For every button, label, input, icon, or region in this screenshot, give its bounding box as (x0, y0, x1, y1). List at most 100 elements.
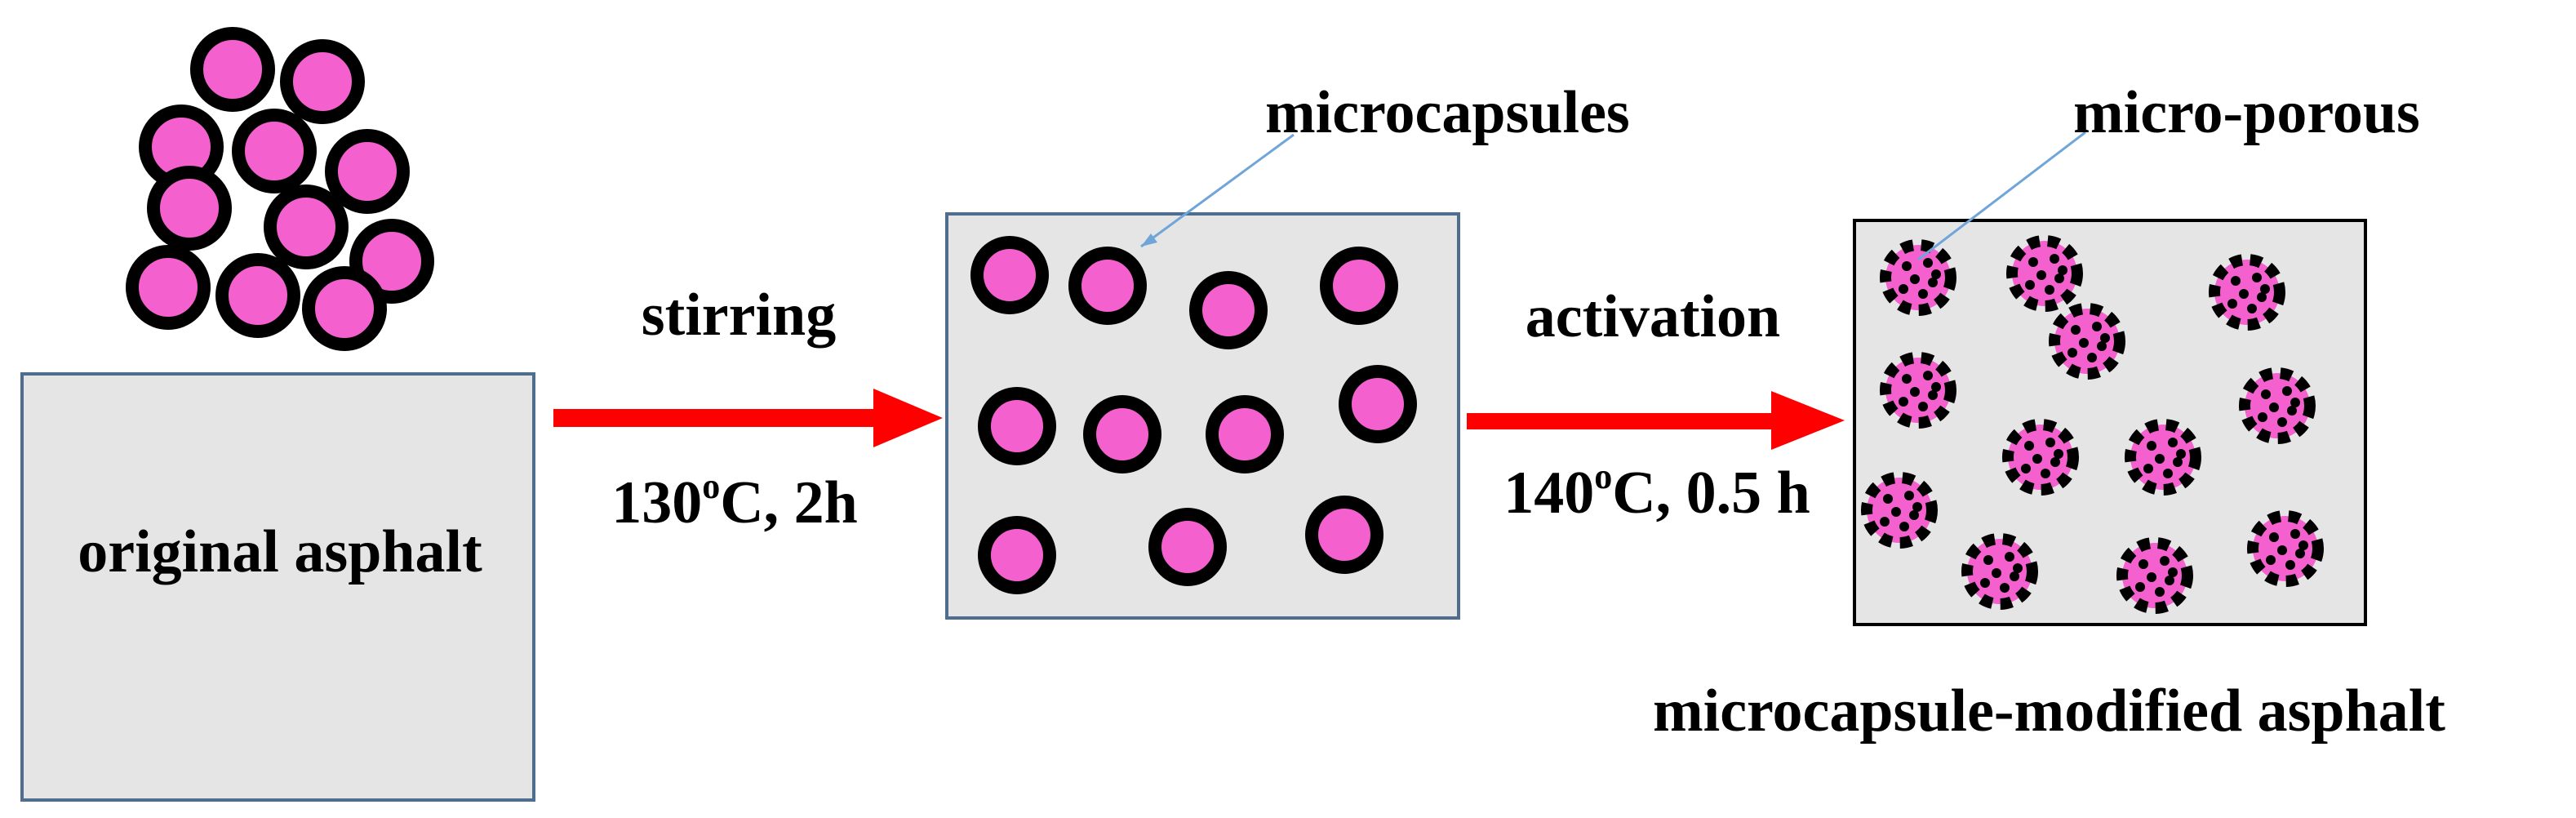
microcapsule (280, 39, 365, 124)
stirring-conditions: 130oC, 2h (611, 466, 858, 536)
pore (2165, 576, 2174, 585)
stirring-label: stirring (642, 282, 836, 349)
pore (2005, 552, 2014, 562)
pore (2257, 292, 2267, 302)
microcapsule (232, 109, 317, 193)
activation-label: activation (1526, 283, 1780, 350)
pore (2173, 457, 2183, 467)
pore (2168, 567, 2178, 577)
pore (2269, 532, 2279, 542)
dispersed-microcapsules (970, 236, 1417, 594)
pore (2261, 389, 2271, 399)
porous-microcapsule (2116, 537, 2193, 614)
pore (2155, 454, 2165, 464)
pore (1928, 390, 1938, 400)
pore (1883, 494, 1893, 504)
pore (1928, 278, 1938, 287)
pore (2282, 386, 2292, 396)
porous-microcapsule (1880, 239, 1956, 316)
pore (1910, 387, 1920, 397)
pore (2163, 469, 2173, 478)
activation-conditions: 140oC, 0.5 h (1503, 456, 1810, 527)
microcapsule (1206, 395, 1284, 473)
pore (2135, 582, 2145, 592)
pore (1931, 269, 1941, 279)
porous-microcapsule (1861, 472, 1938, 549)
porous-microcapsule (2002, 419, 2079, 496)
pore (2231, 276, 2241, 286)
microcapsule (1083, 395, 1161, 473)
microcapsule (215, 253, 300, 338)
porous-microcapsule (1961, 533, 2038, 610)
pore (2290, 398, 2300, 407)
pore (2239, 289, 2249, 299)
pore (2100, 333, 2110, 343)
pore (2058, 265, 2067, 275)
pore (2013, 563, 2023, 573)
pore (1912, 502, 1922, 512)
pore (2024, 441, 2034, 451)
microcapsules-pointer-head (1141, 233, 1157, 247)
pore (1902, 374, 1912, 384)
pore (2290, 529, 2300, 539)
pore (2028, 257, 2038, 267)
pore (1918, 289, 1928, 299)
activation-arrow (1467, 391, 1845, 450)
pore (2160, 556, 2170, 566)
pore (2147, 572, 2156, 582)
pore (1992, 568, 2001, 578)
stirring-arrow (553, 389, 943, 447)
porous-microcapsule (2049, 303, 2125, 380)
pore (2269, 402, 2279, 412)
pore (2143, 464, 2153, 473)
microcapsules-label: microcapsules (1265, 79, 1630, 146)
microcapsule (302, 266, 387, 351)
porous-microcapsules (1861, 235, 2324, 614)
pore (2227, 299, 2237, 309)
pore (1923, 371, 1933, 380)
microcapsules-pointer-line (1140, 133, 1295, 248)
pore (2054, 449, 2063, 459)
porous-microcapsule (2247, 510, 2324, 587)
pore (2067, 348, 2077, 358)
pore (2298, 540, 2308, 550)
porous-microcapsule (2125, 419, 2201, 496)
pore (1899, 284, 1908, 294)
microcapsule (1148, 508, 1227, 586)
porous-microcapsule (2239, 367, 2316, 444)
microcapsule (978, 387, 1056, 465)
pore (1923, 258, 1933, 268)
microcapsule (264, 184, 349, 269)
pore (2260, 284, 2270, 294)
microcapsule (126, 245, 211, 330)
pore (2041, 469, 2050, 478)
pore (1980, 578, 1990, 588)
microcapsule (1189, 271, 1268, 349)
pore (1910, 274, 1920, 284)
pore (1891, 507, 1901, 517)
pore (2092, 322, 2102, 331)
pore (1983, 555, 1993, 565)
pore (1899, 522, 1909, 531)
pore (2266, 555, 2276, 565)
pore (1918, 402, 1928, 411)
porous-microcapsule (2006, 235, 2083, 312)
microcapsule (190, 27, 275, 112)
pore (2025, 280, 2035, 290)
pore (2168, 438, 2178, 447)
pore (1902, 261, 1912, 271)
pore (2287, 406, 2297, 416)
microcapsule (1305, 496, 1383, 574)
microcapsule (1068, 247, 1147, 325)
microcapsule (1320, 247, 1398, 325)
pore (2050, 254, 2059, 264)
pore (2295, 549, 2305, 558)
original-asphalt-label: original asphalt (78, 518, 482, 585)
pore (2139, 559, 2148, 569)
modified-asphalt-label: microcapsule-modified asphalt (1653, 678, 2445, 745)
pore (1899, 397, 1908, 407)
pore (1909, 510, 1919, 520)
pore (2277, 417, 2287, 427)
pore (2045, 438, 2055, 447)
microporous-pointer-line (1917, 131, 2086, 261)
